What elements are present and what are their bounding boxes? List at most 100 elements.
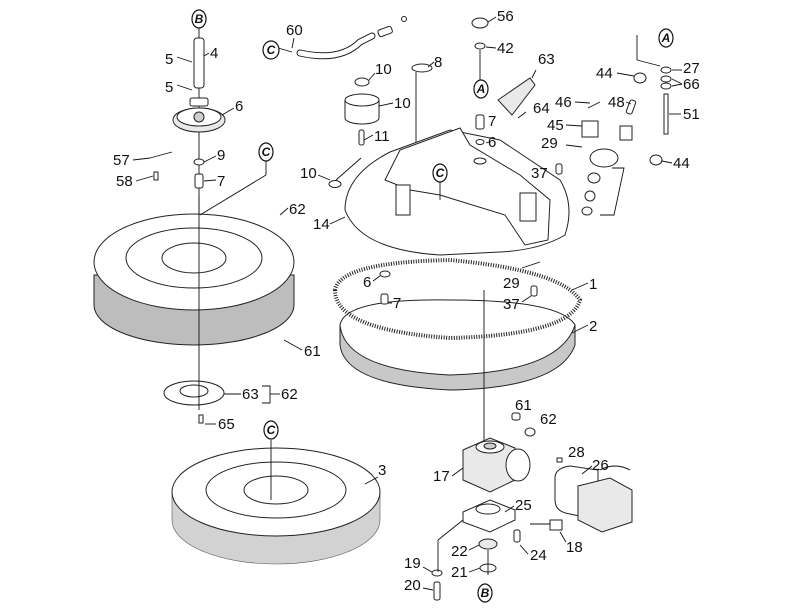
hinge-assembly bbox=[497, 35, 672, 216]
callout-a-top-right: A bbox=[658, 28, 674, 48]
label-43: 45 bbox=[547, 117, 564, 134]
screw-29-top bbox=[555, 163, 563, 175]
cap-12-part bbox=[354, 77, 370, 87]
housing-assembly bbox=[344, 17, 570, 256]
label-5b: 5 bbox=[165, 79, 173, 96]
label-18: 18 bbox=[566, 539, 583, 556]
part-labels: 4 5 5 6 57 9 58 7 60 10 9 10 11 10 8 14 … bbox=[113, 8, 700, 594]
label-45: 48 bbox=[608, 94, 625, 111]
washer-12-part bbox=[328, 180, 342, 188]
label-51: 58 bbox=[116, 173, 133, 190]
label-44: 46 bbox=[555, 94, 572, 111]
hinge-43-part bbox=[581, 120, 599, 138]
washer-37-part bbox=[474, 42, 486, 50]
label-42-top: 44 bbox=[596, 65, 613, 82]
weight-10-part bbox=[344, 99, 380, 125]
label-8-left: 7 bbox=[217, 173, 225, 190]
label-54: 60 bbox=[286, 22, 303, 39]
svg-text:B: B bbox=[195, 12, 204, 26]
label-5a: 5 bbox=[165, 51, 173, 68]
key-27-part bbox=[556, 457, 563, 463]
hinge-43-right bbox=[619, 125, 633, 141]
label-3: 3 bbox=[378, 462, 386, 479]
washer-24-part bbox=[660, 66, 672, 74]
bearing-22-part bbox=[478, 538, 498, 550]
label-42-right: 44 bbox=[673, 155, 690, 172]
callout-c-housing: C bbox=[432, 163, 448, 200]
screw-61-part bbox=[511, 412, 521, 421]
washer-13-part bbox=[193, 158, 205, 166]
washer-62-part bbox=[524, 427, 536, 437]
label-46: 51 bbox=[683, 106, 700, 123]
screw-20-part bbox=[433, 581, 441, 601]
knob-48-part bbox=[471, 17, 489, 29]
label-1: 1 bbox=[589, 276, 597, 293]
skirt-assembly bbox=[332, 257, 583, 450]
sleeve-45-part bbox=[625, 99, 637, 115]
label-11-text: 11 bbox=[374, 128, 390, 145]
screw-51-part bbox=[153, 171, 159, 181]
svg-text:A: A bbox=[476, 82, 486, 96]
screw-8-bottom bbox=[380, 293, 389, 305]
washer-65a-part bbox=[660, 75, 672, 83]
label-13: 9 bbox=[217, 147, 225, 164]
label-17: 17 bbox=[433, 468, 450, 485]
label-37: 42 bbox=[497, 40, 514, 57]
label-22: 22 bbox=[451, 543, 468, 560]
label-29-bottom: 37 bbox=[503, 296, 520, 313]
label-63-text: 63 bbox=[242, 386, 259, 403]
label-28-top: 29 bbox=[541, 135, 558, 152]
weight-assembly bbox=[328, 63, 433, 188]
svg-text:B: B bbox=[481, 586, 490, 600]
label-26: 26 bbox=[592, 457, 609, 474]
bolt-46-part bbox=[663, 93, 669, 135]
gearmotor-assembly bbox=[431, 412, 633, 601]
label-61-text: 61 bbox=[515, 397, 532, 414]
label-12-top: 10 bbox=[375, 61, 392, 78]
pad-driver-assembly bbox=[93, 195, 295, 424]
wheel-66-part bbox=[589, 148, 619, 168]
pin-part bbox=[189, 97, 209, 107]
callout-b-top: B bbox=[191, 9, 207, 29]
label-14: 14 bbox=[313, 216, 330, 233]
screw-23-part bbox=[513, 529, 521, 543]
label-23: 24 bbox=[530, 547, 547, 564]
label-57: 63 bbox=[538, 51, 555, 68]
hose-assembly bbox=[277, 16, 407, 60]
screw-58-part bbox=[517, 111, 527, 119]
capacitor-18-part bbox=[549, 519, 563, 531]
label-56: 61 bbox=[304, 343, 321, 360]
label-50: 57 bbox=[113, 152, 130, 169]
callout-c-left: C bbox=[199, 142, 274, 216]
screw-29-bottom bbox=[530, 285, 538, 297]
brush-assembly bbox=[171, 440, 381, 565]
callout-c-brush: C bbox=[263, 420, 279, 440]
bushing-42-right bbox=[649, 154, 663, 166]
bracket-28-top bbox=[565, 144, 583, 148]
svg-text:C: C bbox=[436, 166, 445, 180]
drive-shaft-assembly bbox=[149, 28, 226, 260]
label-6: 6 bbox=[235, 98, 243, 115]
cover-57-part bbox=[497, 77, 536, 116]
gearbox-flange bbox=[505, 448, 531, 482]
svg-text:C: C bbox=[267, 423, 276, 437]
clip-part bbox=[149, 151, 173, 159]
callout-a-top-left: A bbox=[473, 79, 489, 99]
label-48: 56 bbox=[497, 8, 514, 25]
label-10-text: 10 bbox=[394, 95, 411, 112]
washer-19-part bbox=[431, 569, 443, 577]
pin-44-part bbox=[587, 101, 601, 109]
bushing-42-top bbox=[633, 72, 647, 84]
drive-shaft-part bbox=[193, 37, 205, 89]
label-25: 25 bbox=[515, 497, 532, 514]
washer-7-bottom bbox=[379, 270, 391, 278]
label-27: 28 bbox=[568, 444, 585, 461]
label-21: 21 bbox=[451, 564, 468, 581]
screw-8-top bbox=[475, 114, 485, 130]
label-24: 27 bbox=[683, 60, 700, 77]
label-12-bottom: 10 bbox=[300, 165, 317, 182]
label-60-top: 62 bbox=[289, 201, 306, 218]
label-28-bottom: 29 bbox=[503, 275, 520, 292]
callout-b-bottom: B bbox=[477, 583, 493, 603]
